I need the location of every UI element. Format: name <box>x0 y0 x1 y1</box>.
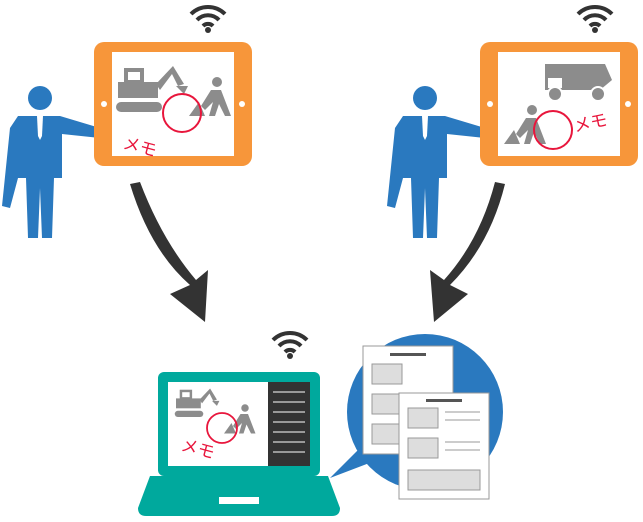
arrow-right <box>430 182 505 322</box>
document-front <box>398 392 490 500</box>
arrow-left <box>130 182 208 322</box>
tablet-right: メモ <box>480 42 638 166</box>
wifi-icon-left <box>189 4 227 35</box>
report-bubble <box>330 334 503 500</box>
laptop: メモ <box>138 372 340 516</box>
wifi-icon-laptop <box>271 330 309 361</box>
person-right <box>387 86 485 238</box>
person-left <box>2 86 100 238</box>
wifi-icon-right <box>576 4 614 35</box>
tablet-left: メモ <box>94 42 252 166</box>
dump-truck-icon <box>545 64 612 102</box>
